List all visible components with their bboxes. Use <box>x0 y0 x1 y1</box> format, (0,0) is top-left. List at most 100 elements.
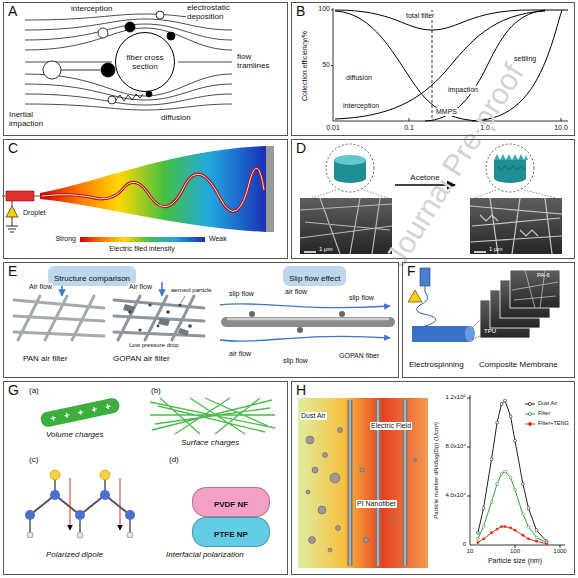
aerosol-particle <box>98 28 108 38</box>
legend-sample <box>528 402 531 405</box>
acetone-treatment <box>334 155 366 165</box>
polarized-dipole-chain <box>70 478 71 530</box>
efficiency-curve <box>335 11 480 121</box>
polarized-dipole-chain <box>25 510 35 520</box>
curve-label: total filter <box>405 12 435 20</box>
electrospinning-cone <box>2 195 41 196</box>
axis-tick: 1.2x10⁵ <box>444 394 467 401</box>
electrospinning-cone <box>42 168 264 211</box>
aerosol-particle <box>116 94 143 101</box>
aerosol-particle <box>43 61 61 79</box>
aerosol-particle <box>128 310 132 314</box>
volume-charge-rod <box>39 397 120 428</box>
nanofiber-filter-illustration <box>414 459 417 462</box>
sub-panel-tag: (a) <box>28 386 40 395</box>
aerosol-particle <box>167 32 175 40</box>
chart-axis <box>333 8 568 121</box>
annotation-label: Air flow <box>128 283 153 291</box>
gopan-fiber-mesh <box>145 296 167 340</box>
annotation-label: electrostatic deposition <box>186 3 250 21</box>
flow-streamlines <box>25 94 232 105</box>
aerosol-particle <box>156 11 164 19</box>
figure-panel: GPVDF NFPTFE NP <box>3 381 288 575</box>
annotation-label: diffusion <box>160 113 192 122</box>
slip-flow-fiber <box>220 304 390 341</box>
curve-label: interception <box>342 102 380 110</box>
legend-sample <box>528 422 531 425</box>
annotation-label: Droplet <box>22 209 47 217</box>
efficiency-curve <box>335 10 568 121</box>
colorbar-label: Weak <box>208 235 228 243</box>
annotation-label: interception <box>70 4 113 13</box>
nanofiber-pill: PTFE NP <box>192 517 270 547</box>
axis-title: Collection efficiency/% <box>301 30 309 102</box>
node-text: Structure comparison <box>54 274 130 283</box>
acetone-treatment <box>326 144 374 192</box>
nanofiber-filter-illustration <box>306 436 314 444</box>
annotation-label: Low pressure drop <box>128 342 180 349</box>
panel-letter: C <box>7 140 19 156</box>
polarized-dipole-chain <box>100 490 110 500</box>
annotation-label: Electrospinning <box>408 360 465 369</box>
aerosol-particle <box>125 22 135 32</box>
polarized-dipole-chain <box>75 510 85 520</box>
slip-flow-fiber <box>339 311 345 317</box>
annotation-label: slip flow <box>228 290 255 298</box>
annotation-label: Electric Field <box>370 422 412 430</box>
annotation-label: Inertial impaction <box>8 110 60 128</box>
nanofiber-filter-illustration <box>328 548 332 552</box>
volume-charge-rod <box>39 397 120 428</box>
fiber-cross-section: fiber cross section <box>115 32 175 92</box>
axis-tick: 8.0x10⁴ <box>444 443 467 450</box>
polarized-dipole-chain <box>77 532 83 538</box>
polarized-dipole-chain <box>25 470 135 538</box>
nanofiber-filter-illustration <box>318 506 326 514</box>
flow-streamlines <box>25 62 112 63</box>
colorbar-title: Electric filed intensity <box>108 245 175 253</box>
electrospinning-setup <box>408 268 560 342</box>
efficiency-curve <box>432 10 433 121</box>
gopan-fiber-mesh <box>114 332 204 336</box>
slip-flow-fiber <box>220 336 390 341</box>
axis-tick: 0 <box>462 541 467 548</box>
panel-letter: A <box>7 3 18 19</box>
nanofiber-filter-illustration <box>338 428 343 433</box>
chart-axis <box>467 395 565 548</box>
nanofiber-filter-illustration <box>312 467 318 473</box>
legend-sample <box>528 412 531 415</box>
annotation-label: Polarized dipole <box>45 550 104 559</box>
electrospinning-cone <box>40 146 266 232</box>
aerosol-particle <box>157 325 160 328</box>
nanofiber-filter-illustration <box>306 490 310 494</box>
acetone-treatment <box>470 198 562 254</box>
aerosol-particle <box>178 303 181 306</box>
figure-panel: D <box>291 139 575 259</box>
surface-charge-network <box>150 398 275 434</box>
electrospinning-setup <box>425 286 426 292</box>
electrospinning-cone <box>6 201 18 232</box>
annotation-label: aerosol particle <box>170 287 213 294</box>
surface-charge-network <box>150 398 275 434</box>
annotation-label: flow tramlines <box>236 52 284 70</box>
legend-text: Filter <box>537 410 551 416</box>
panel-letter: E <box>7 263 18 279</box>
annotation-label: Dust Air <box>300 412 327 420</box>
slip-flow-fiber <box>297 327 303 333</box>
nanofiber-filter-illustration <box>306 428 417 553</box>
annotation-label: TPU <box>483 328 497 335</box>
annotation-label: Surface charges <box>180 438 240 447</box>
nanofiber-filter-illustration <box>323 453 328 458</box>
nanofiber-filter-illustration <box>364 538 369 543</box>
acetone-treatment <box>300 198 392 254</box>
axis-tick: 100 <box>317 5 331 13</box>
chart-axis <box>330 8 568 121</box>
polarized-dipole-chain <box>50 490 60 500</box>
polarized-dipole-chain <box>27 532 33 538</box>
axis-tick: 100 <box>509 548 521 555</box>
legend-text: Filter+TENG <box>537 420 570 426</box>
sub-panel-tag: (c) <box>28 455 39 464</box>
scale-bar-label: 1 μm <box>488 246 503 253</box>
annotation-label: Acetone <box>409 173 440 182</box>
chart-axis <box>470 395 565 545</box>
